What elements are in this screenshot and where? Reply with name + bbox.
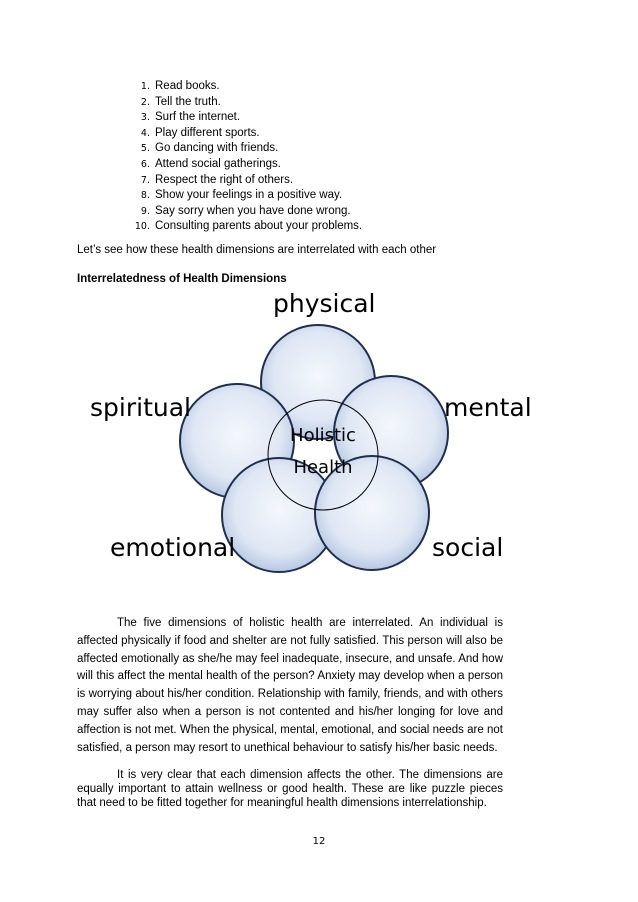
label-emotional: emotional bbox=[110, 533, 236, 562]
list-item: 5.Go dancing with friends. bbox=[140, 142, 279, 155]
intro-text: Let’s see how these health dimensions ar… bbox=[77, 244, 437, 256]
label-physical: physical bbox=[273, 289, 376, 318]
page-number: 12 bbox=[312, 836, 326, 847]
list-item: 1.Read books. bbox=[140, 80, 220, 92]
list-item: 9.Say sorry when you have done wrong. bbox=[140, 204, 351, 217]
holistic-health-circle bbox=[267, 399, 379, 511]
list-item: 8.Show your feelings in a positive way. bbox=[140, 189, 343, 202]
list-item: 6.Attend social gatherings. bbox=[140, 157, 281, 170]
list-item: 2.Tell the truth. bbox=[140, 95, 221, 108]
label-mental: mental bbox=[444, 393, 532, 422]
label-health: Health bbox=[293, 457, 353, 478]
list-item: 10.Consulting parents about your problem… bbox=[134, 220, 363, 233]
paragraph-2: It is very clear that each dimension aff… bbox=[77, 769, 503, 810]
section-heading: Interrelatedness of Health Dimensions bbox=[77, 273, 287, 285]
activity-list: 1.Read books. 2.Tell the truth. 3.Surf t… bbox=[120, 79, 362, 235]
label-social: social bbox=[432, 533, 504, 562]
list-item: 7.Respect the right of others. bbox=[140, 173, 294, 186]
social-circle bbox=[314, 455, 430, 571]
paragraph-1: The five dimensions of holistic health a… bbox=[77, 617, 503, 754]
list-item: 4.Play different sports. bbox=[140, 126, 260, 139]
holistic-health-diagram bbox=[179, 324, 449, 573]
list-item: 3.Surf the internet. bbox=[140, 111, 241, 124]
label-spiritual: spiritual bbox=[90, 393, 191, 422]
label-holistic: Holistic bbox=[290, 425, 356, 446]
